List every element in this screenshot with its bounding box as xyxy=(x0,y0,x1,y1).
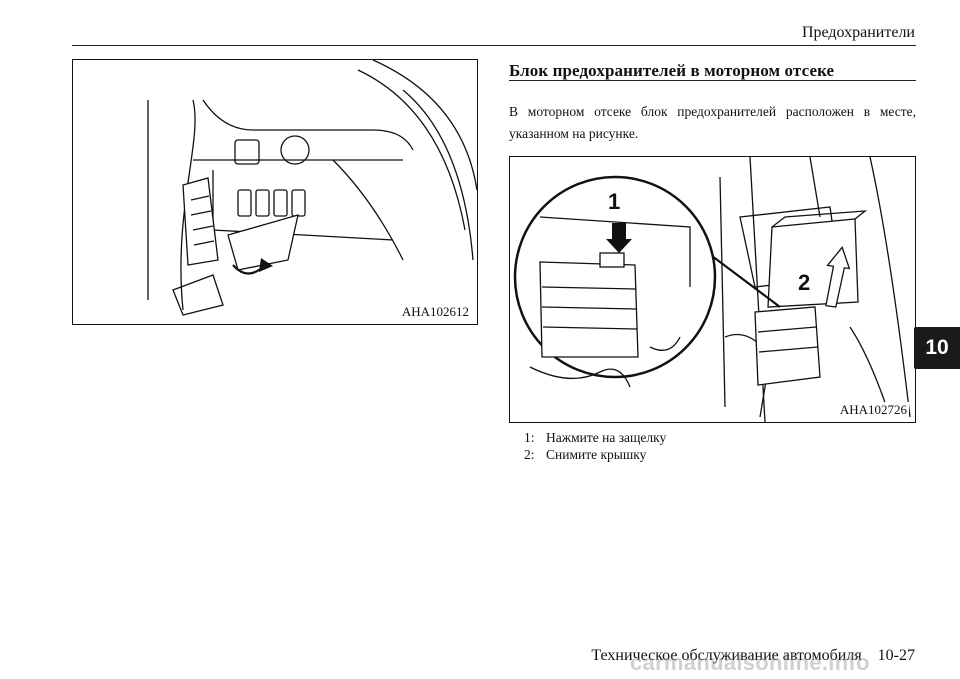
figure-dashboard-fuse-panel: AHA102612 xyxy=(72,59,478,325)
figure-engine-fuse-box: 2 1 AHA102726 xyxy=(509,156,916,423)
caption-item-1: 1: Нажмите на защелку xyxy=(524,429,666,446)
caption-item-2: 2: Снимите крышку xyxy=(524,446,666,463)
watermark: carmanualsonline.info xyxy=(630,650,870,675)
figure-code-right: AHA102726 xyxy=(837,402,909,418)
header-divider xyxy=(72,45,916,46)
intro-paragraph: В моторном отсеке блок предохранителей р… xyxy=(509,104,916,141)
title-divider xyxy=(509,80,916,81)
figure-caption-list: 1: Нажмите на защелку 2: Снимите крышку xyxy=(524,429,666,463)
section-title: Блок предохранителей в моторном отсеке xyxy=(509,61,835,80)
running-header: Предохранители xyxy=(801,24,915,41)
callout-1-label: 1 xyxy=(608,189,620,214)
page-footer: Техническое обслуживание автомобиля 10-2… xyxy=(591,647,915,665)
caption-text: Снимите крышку xyxy=(546,447,647,462)
figure-code-left: AHA102612 xyxy=(399,304,471,320)
engine-bay-illustration: 2 1 xyxy=(513,157,911,422)
callout-2-label: 2 xyxy=(798,270,810,295)
caption-text: Нажмите на защелку xyxy=(546,430,667,445)
footer-label: Техническое обслуживание автомобиля 10-2… xyxy=(591,647,915,664)
dashboard-illustration xyxy=(147,60,477,316)
caption-number: 1: xyxy=(524,430,535,445)
chapter-tab: 10 xyxy=(914,327,960,369)
caption-number: 2: xyxy=(524,447,535,462)
